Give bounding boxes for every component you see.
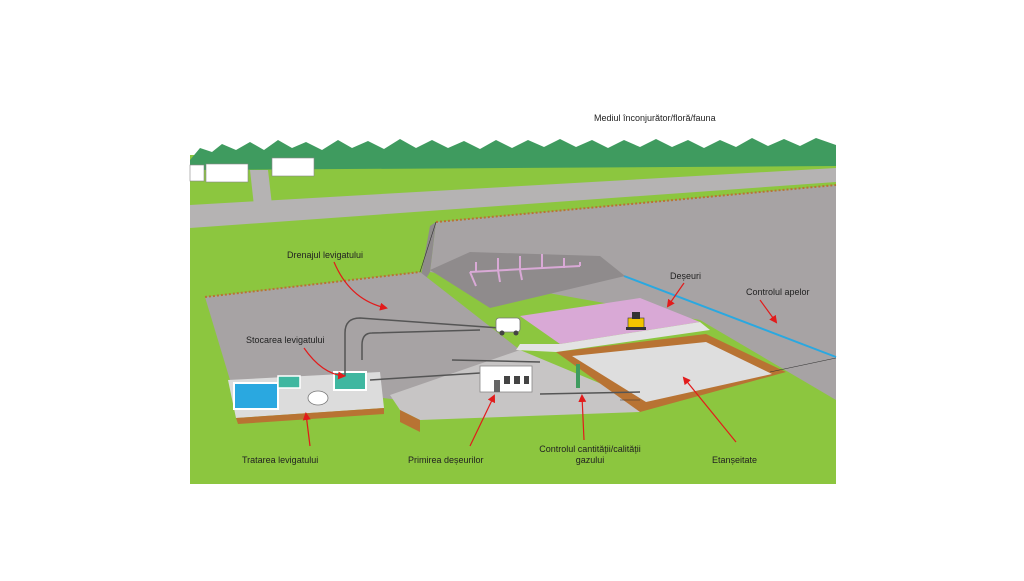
arrow-water-control xyxy=(759,299,778,324)
waste-cell-wall xyxy=(516,322,710,352)
label-waste-reception: Primirea deșeurilor xyxy=(408,455,484,465)
tree-line xyxy=(190,138,836,170)
left-platform-edge xyxy=(204,271,421,298)
reception-building xyxy=(479,365,533,393)
arrow-waste xyxy=(666,282,685,308)
arrow-waste-reception xyxy=(469,394,496,447)
waste-cell xyxy=(520,298,700,344)
treatment-pond xyxy=(233,382,279,410)
label-leachate-treatment: Tratarea levigatului xyxy=(242,455,319,465)
label-waste: Deșeuri xyxy=(670,271,702,281)
arrow-sealing xyxy=(682,376,737,443)
label-gas-control: Controlul cantității/calității gazului xyxy=(520,444,660,466)
landfill-plateau xyxy=(430,185,836,400)
gas-control-post xyxy=(576,364,580,388)
front-wall xyxy=(400,410,420,432)
label-gas-control-line1: Controlul cantității/calității xyxy=(539,444,641,454)
label-water-control: Controlul apelor xyxy=(746,287,810,297)
left-platform xyxy=(205,272,520,400)
gas-pipes xyxy=(469,254,581,287)
label-sealing: Etanșeitate xyxy=(712,455,758,465)
road-branch xyxy=(250,170,272,206)
fences xyxy=(419,221,837,401)
arrow-leachate-drainage xyxy=(333,261,388,311)
truck xyxy=(495,317,521,336)
plateau-edge-soil xyxy=(435,184,837,223)
arrow-leachate-treatment xyxy=(302,412,311,447)
storage-pond-1 xyxy=(277,375,301,389)
label-gas-control-line2: gazului xyxy=(575,455,605,465)
buildings xyxy=(189,157,315,183)
arrow-leachate-storage xyxy=(303,347,346,380)
arrows xyxy=(302,261,778,447)
bulldozer xyxy=(626,312,646,330)
tank xyxy=(307,390,329,406)
water-channel xyxy=(623,275,837,358)
label-environment: Mediul înconjurător/floră/fauna xyxy=(594,113,716,123)
label-leachate-storage: Stocarea levigatului xyxy=(246,335,325,345)
road xyxy=(190,168,836,228)
sealed-cell-floor xyxy=(572,342,772,402)
leachate-pipes xyxy=(344,317,641,395)
label-leachate-drainage: Drenajul levigatului xyxy=(287,250,364,260)
arrow-gas-control xyxy=(578,394,587,441)
